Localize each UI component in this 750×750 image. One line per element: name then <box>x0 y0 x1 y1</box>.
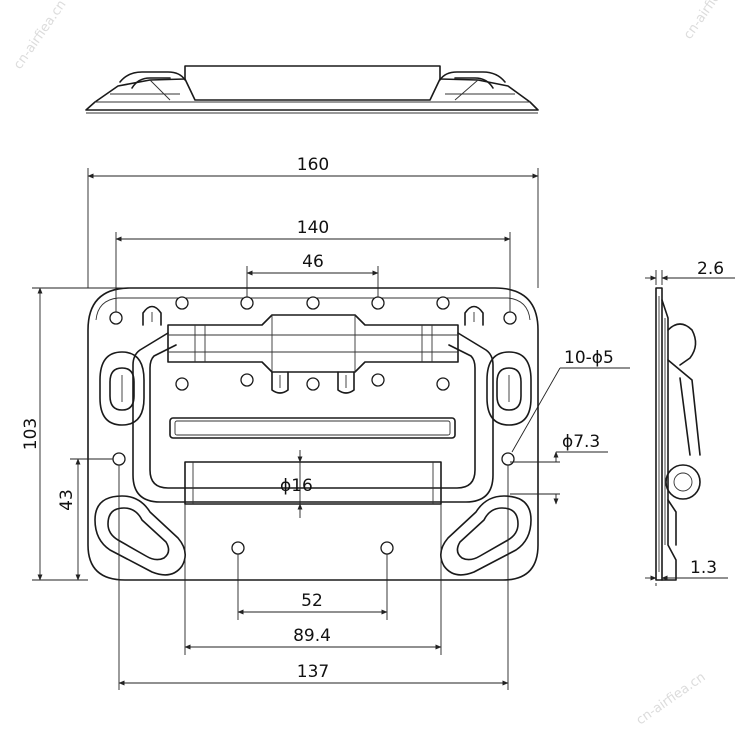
hole <box>306 377 320 391</box>
hole <box>436 296 450 310</box>
dim-phi-16: ϕ16 <box>280 476 313 496</box>
hole <box>240 373 254 387</box>
dim-1-3: 1.3 <box>690 558 717 578</box>
dim-140: 140 <box>297 218 329 238</box>
dim-phi-7-3: ϕ7.3 <box>562 432 600 452</box>
watermark-top: cn-airfiea.cn <box>681 0 740 42</box>
hole <box>436 377 450 391</box>
front-view <box>87 287 539 581</box>
dim-52: 52 <box>301 591 323 611</box>
watermark-bottom: cn-airfiea.cn <box>634 670 709 729</box>
watermark-left: cn-airfiea.cn <box>11 0 70 72</box>
hole <box>380 541 394 555</box>
side-view <box>645 270 735 586</box>
hole <box>240 296 254 310</box>
hole <box>109 311 123 325</box>
dim-160: 160 <box>297 155 329 175</box>
hole <box>306 296 320 310</box>
dim-137: 137 <box>297 662 329 682</box>
hole <box>371 373 385 387</box>
hole <box>112 452 126 466</box>
dim-2-6: 2.6 <box>697 259 724 279</box>
hole <box>175 296 189 310</box>
dim-43: 43 <box>57 489 77 511</box>
hole <box>175 377 189 391</box>
top-view <box>85 65 539 114</box>
dim-103: 103 <box>21 418 41 450</box>
dim-89-4: 89.4 <box>293 626 331 646</box>
hole <box>503 311 517 325</box>
hole <box>231 541 245 555</box>
hole <box>501 452 515 466</box>
dim-46: 46 <box>302 252 324 272</box>
dim-holes-note: 10-ϕ5 <box>564 348 614 368</box>
hole <box>371 296 385 310</box>
dimension-lines <box>32 168 630 690</box>
